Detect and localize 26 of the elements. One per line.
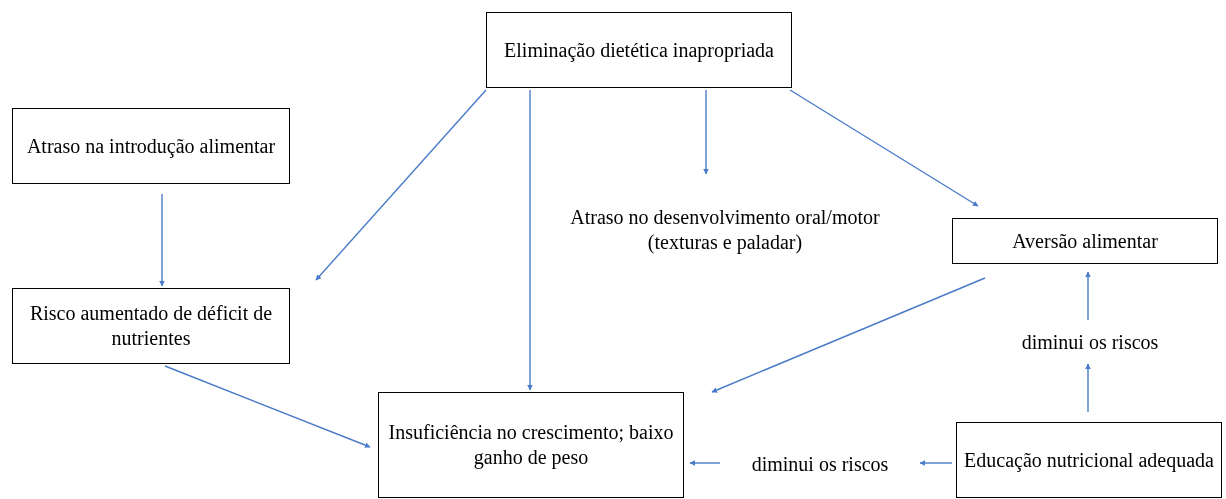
arrow [711,277,986,393]
arrow [315,89,487,281]
arrow [527,89,533,391]
arrow [789,89,979,207]
box-label: Eliminação dietética inapropriada [504,37,774,63]
process-box [12,288,290,364]
process-box [12,108,290,184]
flow-label: diminui os riscos [1021,329,1159,355]
process-box [952,218,1218,264]
flow-label: Atraso no desenvolvimento oral/motor (texturas e paladar) [569,205,881,255]
process-box [956,422,1222,498]
arrow [1085,363,1091,413]
process-box [378,392,684,498]
box-label: Risco aumentado de déficit de nutrientes [28,301,274,351]
process-box [486,12,792,88]
arrow [1085,271,1091,321]
box-label: Insuficiência no crescimento; baixo ganho de peso [387,420,675,470]
flow-label: diminui os riscos [751,451,889,477]
box-label: Educação nutricional adequada [964,447,1214,473]
arrow [159,193,165,287]
box-label: Atraso na introdução alimentar [26,133,276,159]
arrow [164,365,371,448]
arrow [703,89,709,175]
arrow [689,460,721,466]
arrow [919,460,953,466]
box-label: Aversão alimentar [1012,228,1158,254]
